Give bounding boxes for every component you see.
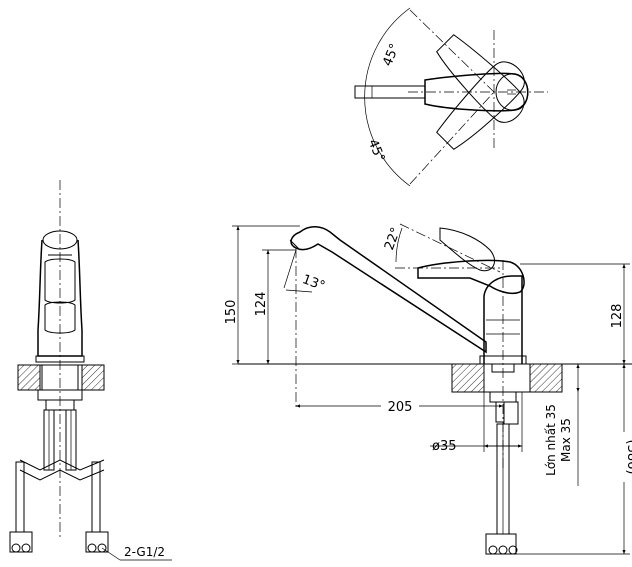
spout-height-label: 124 (254, 292, 269, 317)
spout-angle-label: 13° (300, 272, 327, 294)
lever-angle-top-label: 45° (380, 42, 403, 69)
hose-length-label: (386) (624, 440, 632, 475)
lever-tilt-label: 22° (382, 225, 404, 252)
lever-angle-bottom-label: 45° (365, 137, 388, 164)
top-view: 45° 45° (354, 7, 548, 187)
hole-diameter-label: ø35 (432, 439, 457, 454)
overall-height-label: 150 (224, 300, 239, 325)
side-view: 22° 13° 150 124 128 (224, 223, 632, 555)
max-thickness-en-label: Max 35 (559, 418, 573, 462)
max-thickness-vi-label: Lớn nhất 35 (544, 404, 558, 476)
spout-reach-label: 205 (388, 400, 413, 415)
front-view: 2-G1/2 (9, 180, 172, 561)
connection-label: 2-G1/2 (124, 545, 165, 559)
body-height-label: 128 (610, 304, 625, 329)
